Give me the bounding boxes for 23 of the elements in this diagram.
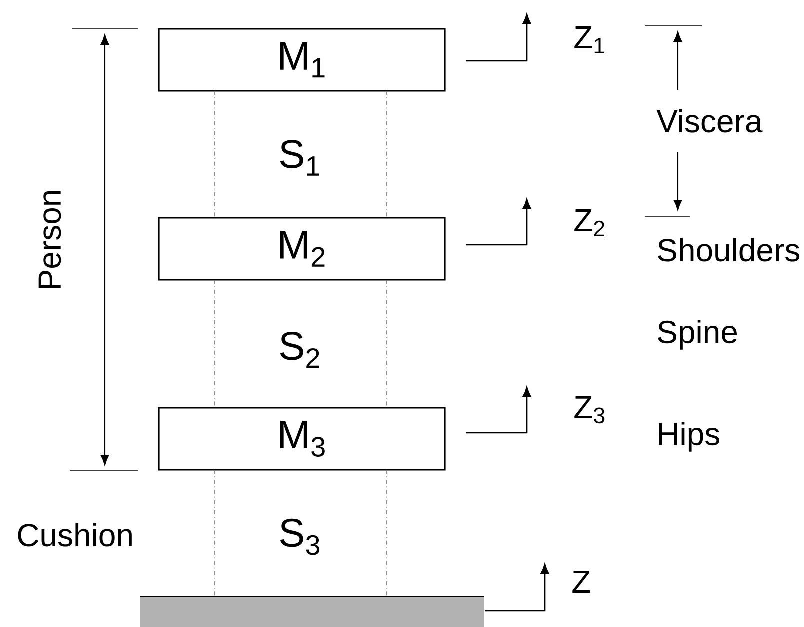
spring-line: [386, 470, 388, 597]
label: Hips: [659, 422, 720, 452]
label: Z$_{2}$: [574, 210, 604, 236]
spring-line: [214, 280, 216, 408]
spring-line: [386, 90, 388, 218]
ground-bar: [140, 596, 484, 627]
label: Person: [38, 191, 62, 288]
label: Spine: [658, 320, 737, 350]
label: Z$_{1}$: [574, 26, 604, 54]
label: Z: [572, 570, 590, 593]
label: Shoulders: [658, 238, 800, 262]
label: S$_{3}$: [280, 518, 320, 556]
label: Viscera: [656, 109, 763, 133]
mass-box: M$_{1}$: [158, 28, 446, 92]
spring-line: [214, 90, 216, 218]
spring-line: [386, 280, 388, 408]
mass-box: M$_{2}$: [158, 217, 446, 281]
label: S$_{1}$: [280, 140, 320, 176]
mass-box: M$_{3}$: [158, 407, 446, 471]
label: Z$_{3}$: [574, 396, 605, 424]
label: Cushion: [18, 523, 132, 547]
spring-line: [214, 470, 216, 597]
label: S$_{2}$: [280, 332, 320, 368]
